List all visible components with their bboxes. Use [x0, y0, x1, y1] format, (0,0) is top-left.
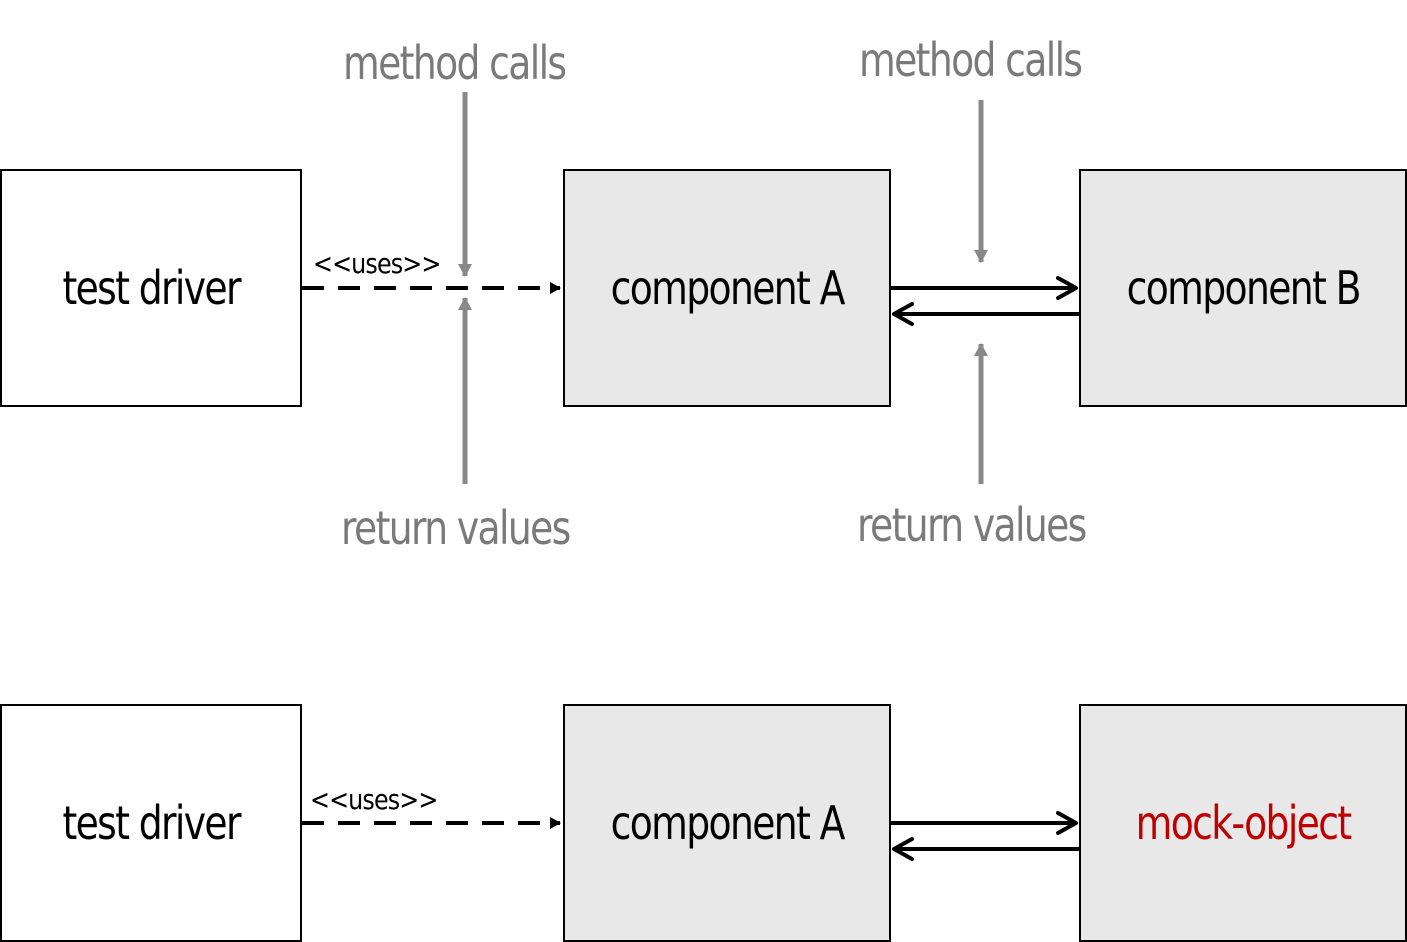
- bottom-mock-object-label: mock-object: [1135, 796, 1353, 850]
- bottom-uses-label: <<uses>>: [310, 783, 438, 816]
- top-component-a-box: component A: [563, 169, 891, 407]
- bottom-component-a-box: component A: [563, 704, 891, 942]
- top-component-b-box: component B: [1079, 169, 1407, 407]
- top-test-driver-box: test driver: [0, 169, 302, 407]
- top-right-method-calls-label: method calls: [859, 33, 1083, 87]
- top-left-method-calls-label: method calls: [343, 36, 567, 90]
- top-component-b-label: component B: [1126, 261, 1361, 315]
- top-right-return-values-label: return values: [857, 498, 1087, 552]
- top-component-a-label: component A: [610, 261, 845, 315]
- bottom-test-driver-box: test driver: [0, 704, 302, 942]
- bottom-component-a-label: component A: [610, 796, 845, 850]
- top-left-return-values-label: return values: [341, 501, 571, 555]
- top-uses-label: <<uses>>: [313, 247, 441, 280]
- top-test-driver-label: test driver: [62, 261, 241, 315]
- bottom-mock-object-box: mock-object: [1079, 704, 1407, 942]
- bottom-test-driver-label: test driver: [62, 796, 241, 850]
